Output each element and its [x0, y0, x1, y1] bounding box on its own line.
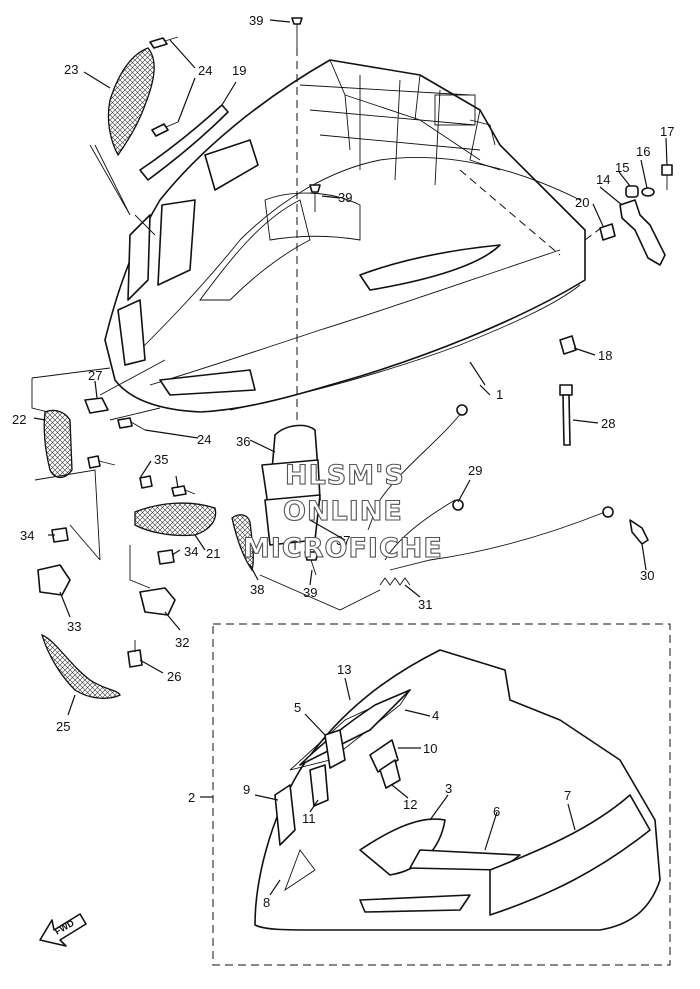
callout-35: 35: [154, 452, 168, 467]
decal-set-hood-outline: [254, 649, 661, 931]
part-14-latch-strap: [619, 199, 666, 266]
part-30-cable: [389, 506, 649, 571]
part-9-decal: [274, 784, 296, 846]
part-12-decal: [379, 759, 401, 789]
part-34-nut-upper: [51, 527, 69, 543]
part-5-decal: [324, 729, 346, 769]
callout-32: 32: [175, 635, 189, 650]
part-16-washer: [641, 187, 655, 197]
part-20-grommet: [599, 223, 616, 241]
part-27-clip: [84, 397, 109, 414]
callout-3: 3: [445, 781, 452, 796]
callout-24-upper: 24: [198, 63, 212, 78]
callout-9: 9: [243, 782, 250, 797]
part-31-spring: [379, 577, 411, 586]
callout-2: 2: [188, 790, 195, 805]
callout-38: 38: [250, 582, 264, 597]
callout-31: 31: [418, 597, 432, 612]
part-34-nut-lower: [157, 549, 175, 565]
part-24-rivets-upper: [149, 36, 179, 137]
callout-34-upper: 34: [20, 528, 34, 543]
part-26-fastener: [127, 640, 143, 668]
watermark-line-3: MICROFICHE: [243, 533, 443, 564]
callout-39-lower: 39: [303, 585, 317, 600]
part-32-bracket: [139, 587, 176, 616]
callout-34-lower: 34: [184, 544, 198, 559]
part-38-mesh: [231, 514, 254, 572]
callout-21: 21: [206, 546, 220, 561]
callout-15: 15: [615, 160, 629, 175]
callout-17: 17: [660, 124, 674, 139]
part-8-decal: [284, 849, 316, 892]
callout-1: 1: [496, 387, 503, 402]
callout-30: 30: [640, 568, 654, 583]
part-39-screw-top: [291, 17, 303, 48]
callout-10: 10: [423, 741, 437, 756]
callout-12: 12: [403, 797, 417, 812]
callout-13: 13: [337, 662, 351, 677]
part-17-bolt: [661, 164, 673, 190]
part-28-cable-tie: [559, 384, 573, 446]
callout-14: 14: [596, 172, 610, 187]
part-22-mesh-panel: [43, 409, 73, 479]
part-24-rivet-lower: [117, 417, 196, 497]
part-36-duct: [261, 424, 321, 546]
callout-39-top: 39: [249, 13, 263, 28]
watermark-line-2: ONLINE: [283, 496, 403, 527]
callout-28: 28: [601, 416, 615, 431]
callout-27: 27: [88, 368, 102, 383]
callout-6: 6: [493, 804, 500, 819]
callout-11: 11: [302, 811, 316, 826]
watermark-line-1: HLSM'S: [285, 460, 405, 491]
callout-labels: 39 23 24 19 39 17 16 15 14 20 18 1 28 27…: [12, 13, 674, 910]
callout-5: 5: [294, 700, 301, 715]
callout-19: 19: [232, 63, 246, 78]
decal-set-frame: [212, 623, 671, 966]
callout-25: 25: [56, 719, 70, 734]
part-35-screw: [87, 455, 153, 489]
part-7-decal: [489, 794, 651, 916]
part-3-decal: [359, 818, 446, 876]
callout-23: 23: [64, 62, 78, 77]
leader-lines: [33, 19, 668, 896]
callout-4: 4: [432, 708, 439, 723]
part-19-decal-strip: [139, 104, 229, 181]
callout-7: 7: [564, 788, 571, 803]
part-18-clip-nut: [559, 335, 577, 355]
callout-22: 22: [12, 412, 26, 427]
watermark: HLSM'S ONLINE MICROFICHE: [242, 459, 443, 564]
engine-hood: [104, 59, 586, 413]
callout-36: 36: [236, 434, 250, 449]
callout-8: 8: [263, 895, 270, 910]
part-13-stripe: [289, 688, 412, 771]
callout-37: 37: [336, 533, 350, 548]
part-23-mesh-screen: [107, 47, 155, 157]
callout-24-lower: 24: [197, 432, 211, 447]
part-21-headlight-bezel: [134, 502, 217, 537]
part-39-screw-middle: [309, 184, 321, 212]
part-15-collar: [625, 185, 639, 198]
part-29-cable: [367, 404, 468, 561]
part-11-decal: [309, 764, 329, 807]
part-25-lower-mesh: [40, 633, 121, 699]
callout-16: 16: [636, 144, 650, 159]
callout-20: 20: [575, 195, 589, 210]
callout-33: 33: [67, 619, 81, 634]
callout-39-middle: 39: [338, 190, 352, 205]
fwd-arrow-icon: FWD: [39, 913, 87, 947]
part-33-bracket: [37, 564, 71, 596]
callout-18: 18: [598, 348, 612, 363]
callout-29: 29: [468, 463, 482, 478]
part-39-screw-lower: [304, 551, 319, 576]
callout-26: 26: [167, 669, 181, 684]
